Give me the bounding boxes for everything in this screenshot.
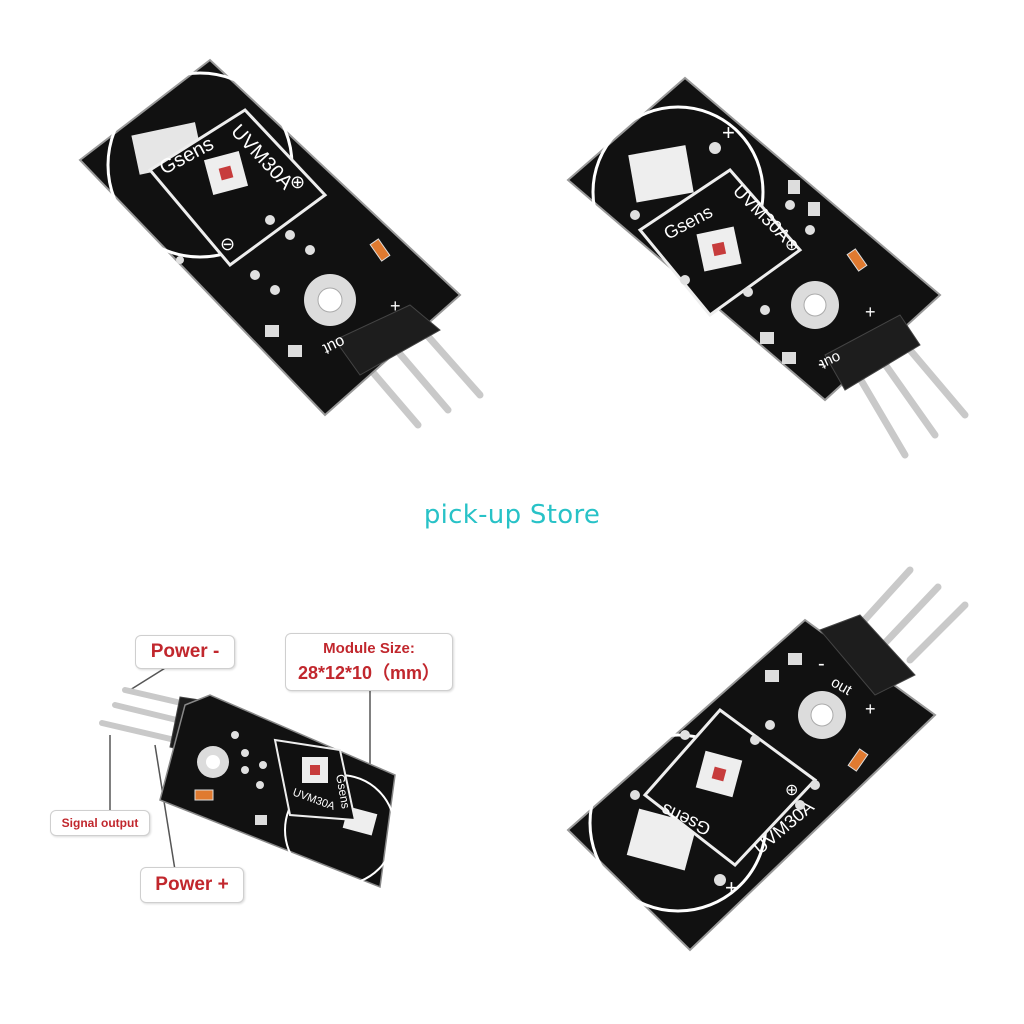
module-size-value: 28*12*10（mm） [297, 663, 441, 683]
photo-top-right: Gsens UVM30A ⊕ + out + - [560, 70, 980, 470]
uv-sensor-module-top-left: Gsens UVM30A ⊖ ⊕ out + [78, 58, 484, 429]
marking-text: Gsens [333, 773, 353, 810]
plus-label: + [725, 875, 738, 900]
callout-module-size: Module Size: 28*12*10（mm） [285, 633, 453, 691]
circled-plus: ⊕ [785, 237, 798, 254]
vias [176, 215, 315, 295]
uv-led-die [218, 165, 234, 181]
smd-pad [255, 815, 267, 825]
module-size-title: Module Size: [323, 640, 415, 657]
plus-label: + [390, 296, 401, 316]
smd-pad [788, 653, 802, 665]
photo-top-left: Gsens UVM30A ⊖ ⊕ out + [60, 40, 500, 460]
power-minus-label: Power - [150, 641, 220, 662]
vias [630, 142, 815, 315]
header-pins [856, 566, 969, 664]
circled-plus: ⊕ [785, 782, 798, 799]
callout-signal-output: Signal output [50, 810, 150, 836]
minus-label: - [818, 653, 825, 675]
vias [231, 731, 267, 789]
smd-resistor [847, 748, 869, 772]
smd-pad [782, 352, 796, 364]
circled-plus: ⊕ [290, 172, 305, 192]
smd-pad [808, 202, 820, 216]
minus-label: - [180, 682, 185, 698]
minus-label: - [818, 353, 825, 375]
signal-output-label: Signal output [61, 816, 139, 830]
callout-power-plus: Power + [140, 867, 244, 903]
uv-led-die [711, 241, 727, 257]
plus-label: + [722, 120, 735, 145]
smd-resistor [194, 789, 214, 801]
smd-resistor [369, 238, 391, 262]
smd-pad [760, 332, 774, 344]
uv-led-die [310, 765, 320, 775]
plus-label: + [865, 699, 876, 719]
circled-minus: ⊖ [220, 234, 235, 254]
smd-pad [788, 180, 800, 194]
solder-pad [628, 145, 694, 203]
store-watermark: pick-up Store [423, 500, 601, 530]
header-block [334, 304, 441, 376]
callout-power-minus: Power - [135, 635, 235, 669]
vias [630, 720, 820, 886]
solder-pad [626, 808, 698, 871]
smd-pad [765, 670, 779, 682]
smd-pad [265, 325, 279, 337]
uv-sensor-module-bottom-right: Gsens UVM30A + ⊕ out - + [566, 566, 969, 952]
photo-bottom-right: Gsens UVM30A + ⊕ out - + [560, 565, 980, 955]
header-block [819, 614, 916, 696]
power-plus-label: Power + [155, 874, 229, 895]
pcb-board [159, 694, 396, 889]
uv-led-die [711, 766, 727, 782]
plus-label: + [865, 302, 876, 322]
smd-pad [288, 345, 302, 357]
uv-sensor-module-top-right: Gsens UVM30A ⊕ + out + - [566, 76, 969, 459]
smd-resistor [846, 248, 868, 272]
header-block [824, 314, 921, 391]
header-pins [851, 346, 969, 459]
photo-bottom-left-annotated: Gsens UVM30A - Power - Module Size: 28*1… [40, 625, 480, 925]
uv-sensor-module-side: Gsens UVM30A - [99, 664, 396, 889]
